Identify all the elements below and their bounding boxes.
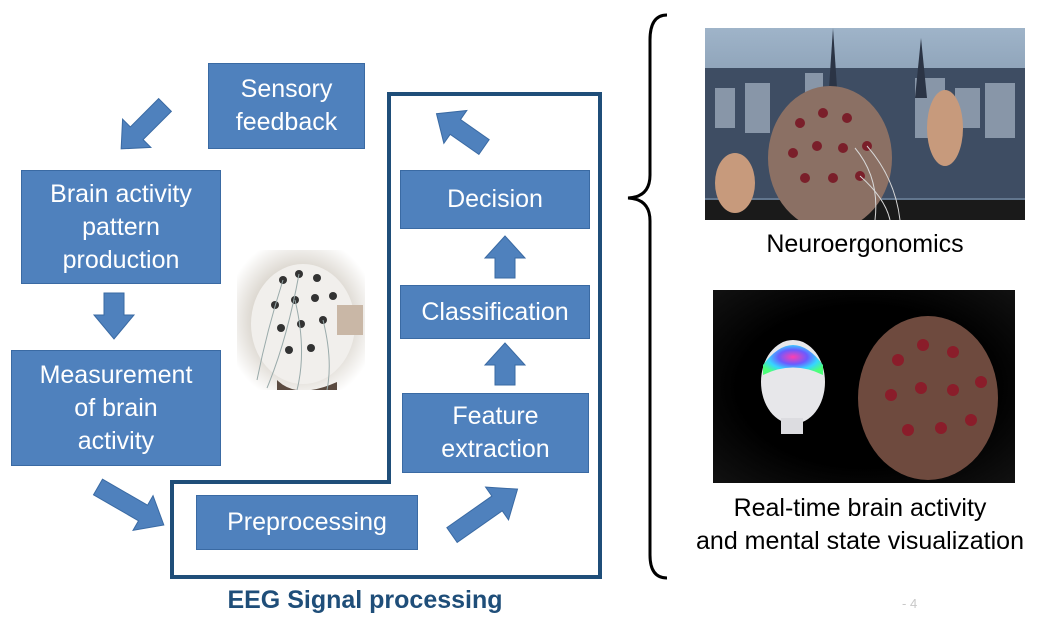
preprocessing-label: Preprocessing: [227, 508, 387, 536]
decision-box: Decision: [400, 170, 590, 229]
arrow-to-sensory-feedback: [435, 109, 490, 156]
classification-label: Classification: [421, 297, 569, 326]
page-number: - 4: [902, 596, 918, 611]
visualization-illustration: [713, 290, 1015, 483]
brain-activity-box: Brain activity pattern production: [21, 170, 221, 284]
feature-extraction-label: Feature extraction: [441, 402, 550, 463]
brain-activity-label: Brain activity pattern production: [50, 179, 192, 274]
sensory-feedback-label: Sensory feedback: [235, 75, 338, 136]
visualization-photo: [713, 290, 1015, 483]
signal-processing-title: EEG Signal processing: [227, 586, 503, 614]
neuroergonomics-illustration: [705, 28, 1025, 220]
decision-label: Decision: [447, 185, 543, 213]
arrow-to-measurement: [92, 292, 136, 340]
eeg-cap-photo: [237, 250, 365, 390]
arrow-to-feature-extraction: [446, 486, 519, 544]
visualization-caption: Real-time brain activity and mental stat…: [696, 494, 1024, 555]
arrow-to-decision: [483, 235, 527, 279]
arrow-to-preprocessing: [92, 478, 165, 531]
neuroergonomics-caption: Neuroergonomics: [766, 230, 964, 258]
arrow-to-brain-activity: [120, 97, 173, 150]
measurement-label: Measurement of brain activity: [39, 360, 193, 455]
neuroergonomics-photo: [705, 28, 1025, 220]
preprocessing-box: Preprocessing: [196, 495, 418, 550]
arrow-to-classification: [483, 342, 527, 386]
applications-brace: [627, 13, 668, 580]
classification-box: Classification: [400, 285, 590, 339]
feature-extraction-box: Feature extraction: [402, 393, 589, 473]
sensory-feedback-box: Sensory feedback: [208, 63, 365, 149]
eeg-cap-illustration: [237, 250, 365, 390]
measurement-box: Measurement of brain activity: [11, 350, 221, 466]
signal-processing-frame: [170, 92, 602, 579]
